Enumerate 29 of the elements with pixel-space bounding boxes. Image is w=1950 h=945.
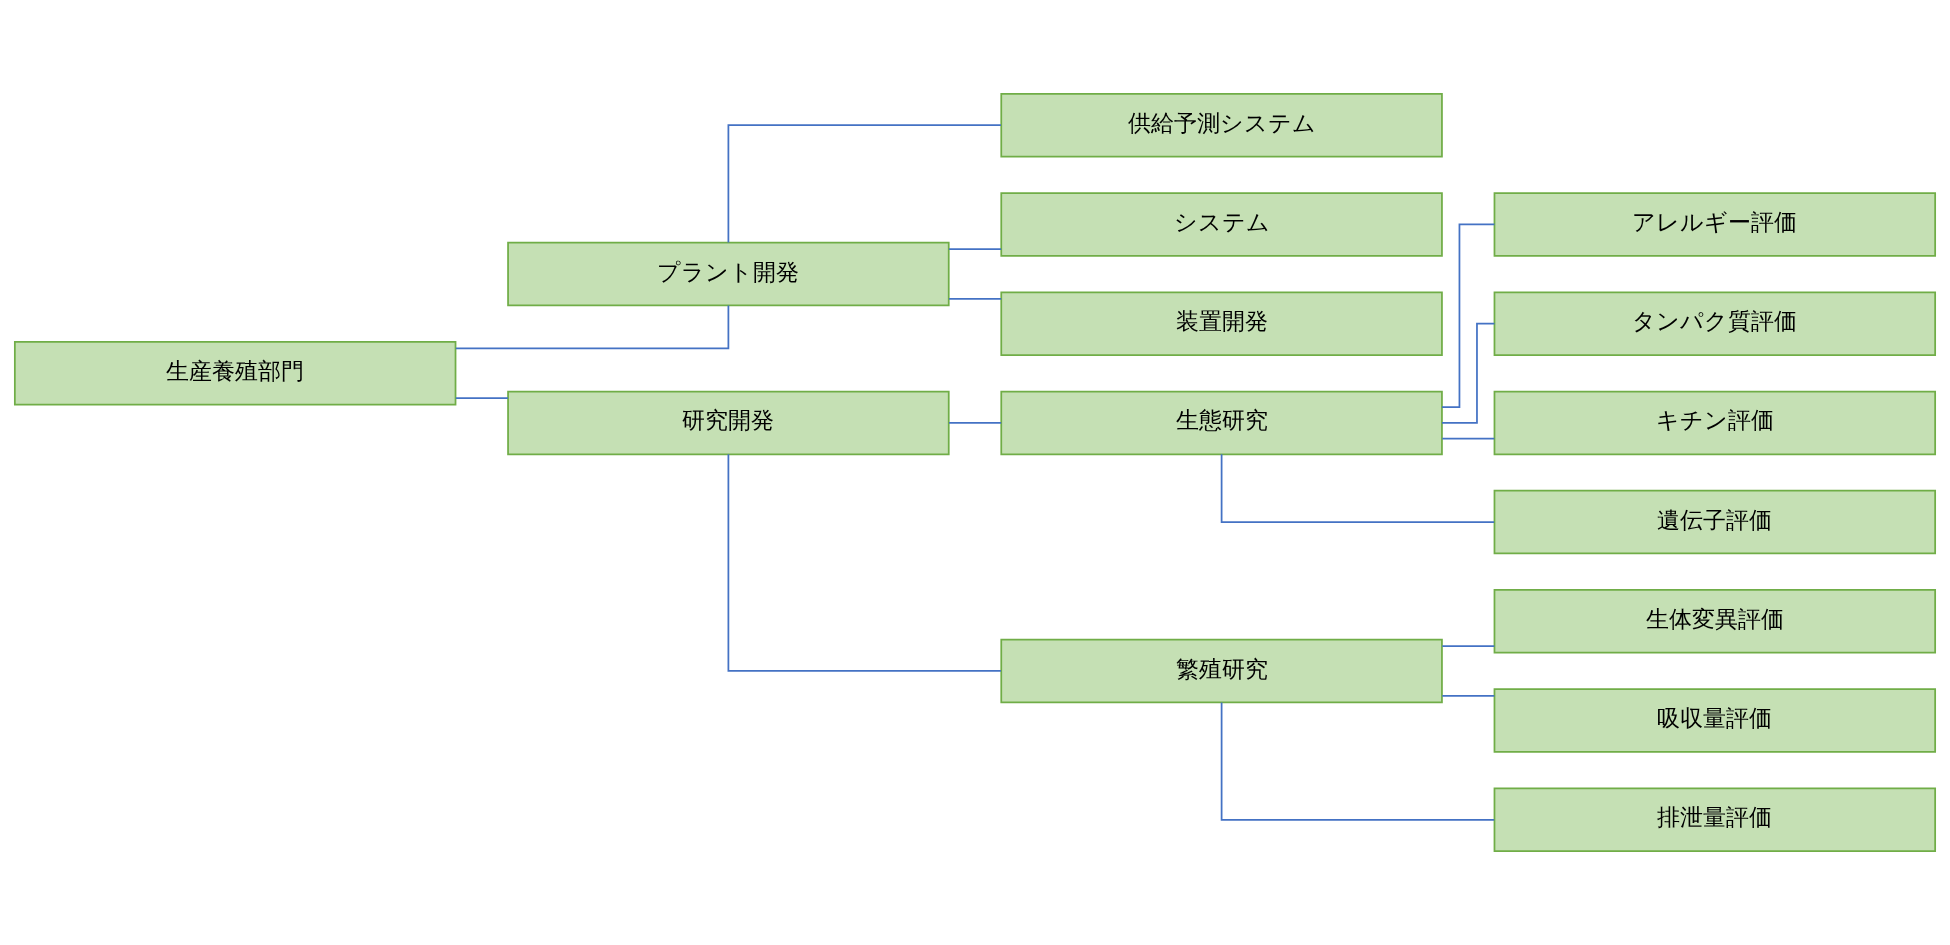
node-box: 生産養殖部門 [13, 341, 457, 406]
connector [454, 397, 509, 399]
node-box: 研究開発 [507, 390, 950, 456]
connector [1220, 453, 1496, 523]
connector [1441, 223, 1496, 409]
node-box: 排泄量評価 [1493, 787, 1937, 853]
node-box: 装置開発 [1000, 291, 1443, 356]
node-box: プラント開発 [507, 241, 950, 307]
node-box: 吸収量評価 [1493, 688, 1937, 753]
node-box: システム [1000, 192, 1443, 257]
connector [1441, 322, 1496, 424]
node-box: アレルギー評価 [1493, 192, 1937, 257]
connector [948, 248, 1003, 251]
node-box: 繁殖研究 [1000, 638, 1443, 704]
connector [948, 422, 1003, 424]
connector [727, 124, 1002, 244]
connector [1441, 645, 1496, 648]
connector [1441, 437, 1496, 440]
connector [454, 304, 730, 350]
node-box: 供給予測システム [1000, 92, 1443, 158]
connector [948, 297, 1003, 300]
node-box: 生体変異評価 [1493, 589, 1937, 654]
node-box: 生態研究 [1000, 390, 1443, 456]
node-box: 遺伝子評価 [1493, 489, 1937, 555]
node-box: タンパク質評価 [1493, 291, 1937, 356]
connector [1220, 701, 1496, 821]
connector [727, 453, 1002, 672]
node-box: キチン評価 [1493, 390, 1937, 456]
connector [1441, 694, 1496, 697]
